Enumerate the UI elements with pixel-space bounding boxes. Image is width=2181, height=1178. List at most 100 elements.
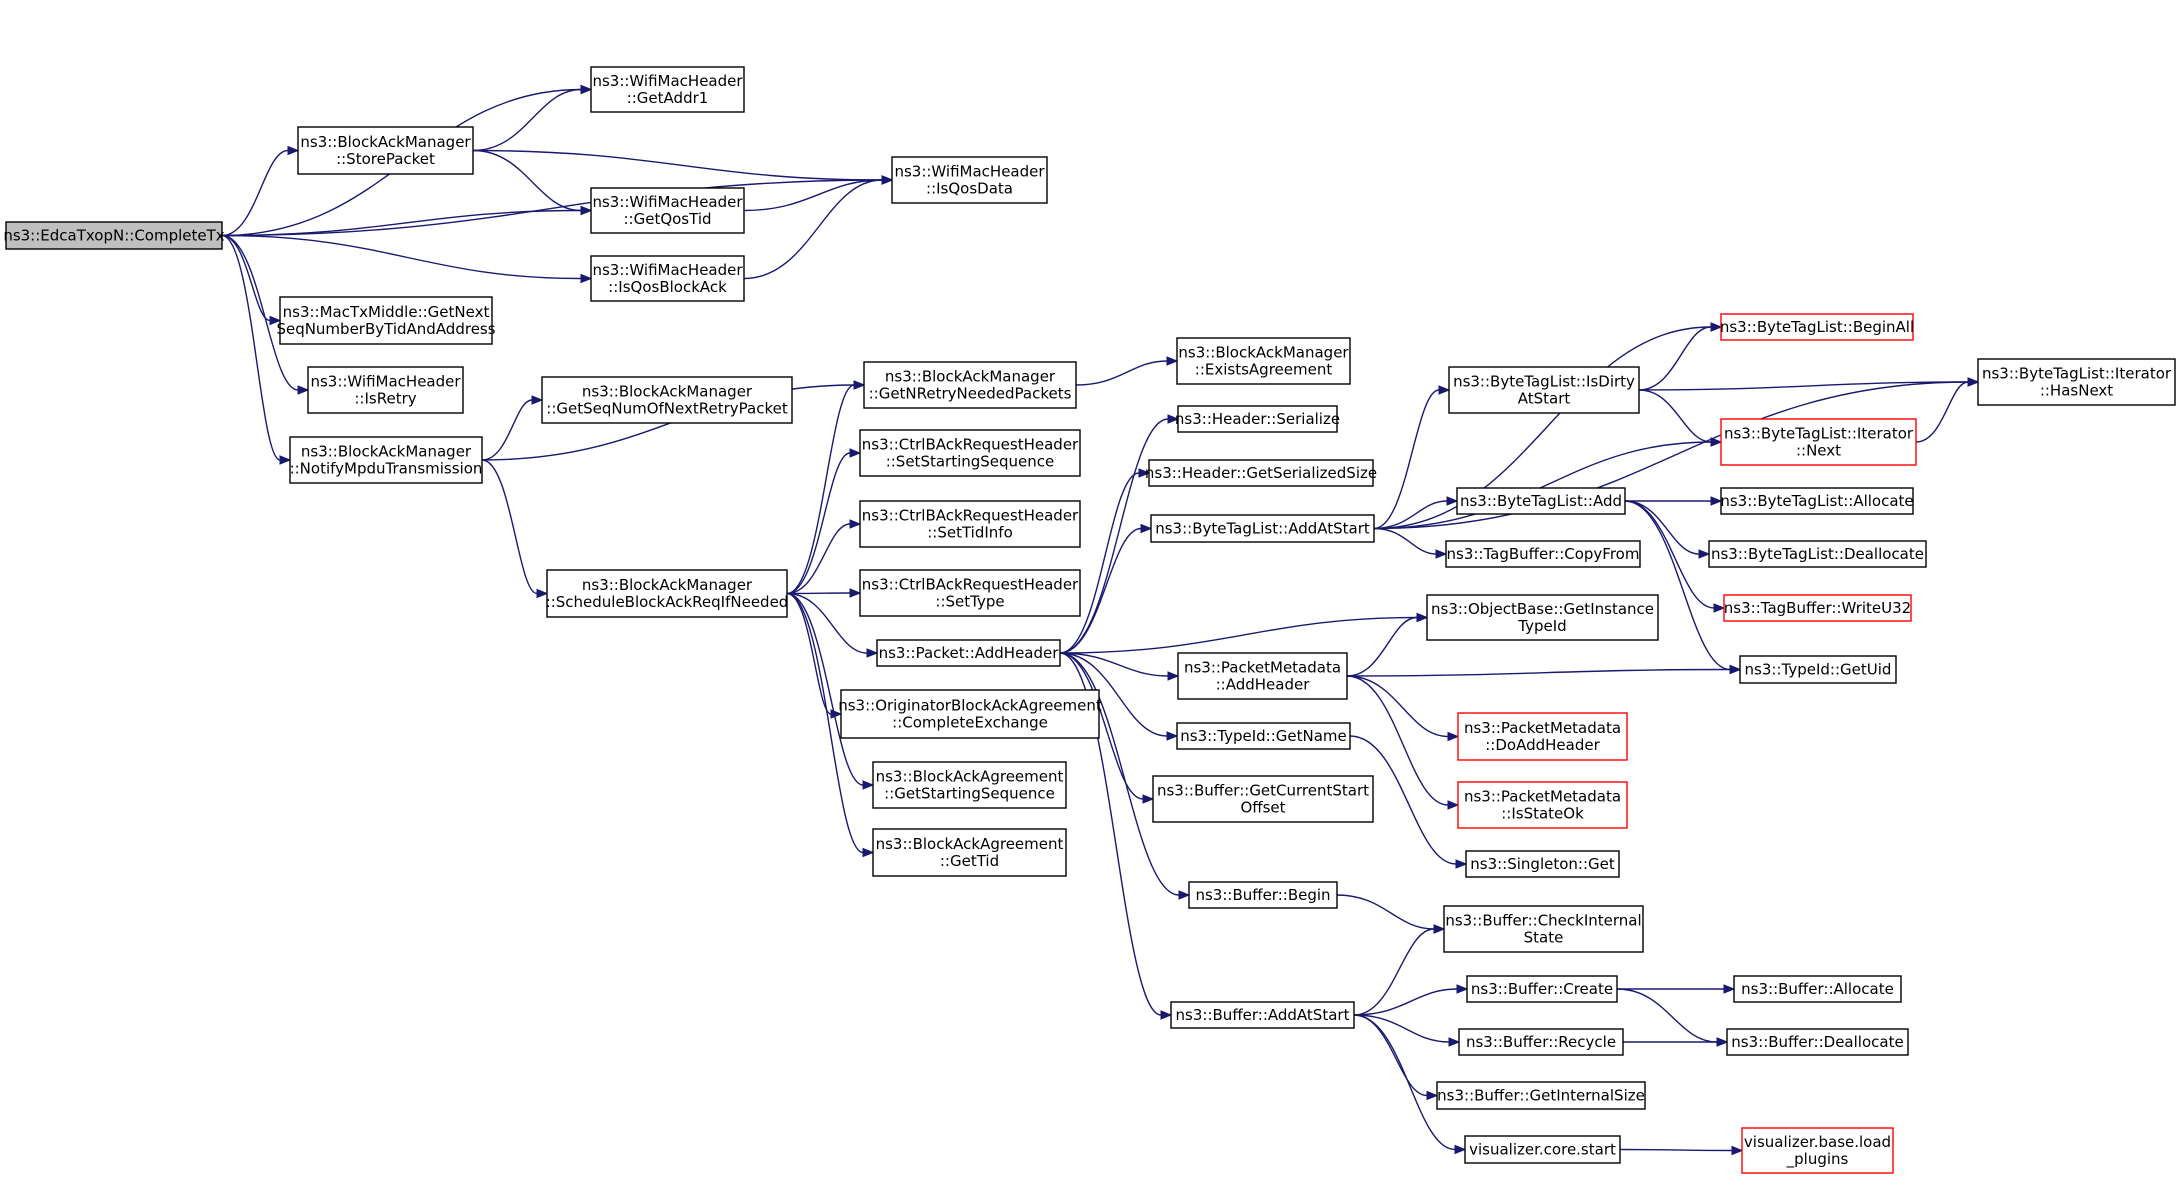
node-box <box>307 366 464 414</box>
node-label: ns3::PacketMetadata <box>1464 788 1621 806</box>
node-box <box>1465 850 1620 878</box>
edge-btl-add-at-start-to-iter-next <box>1373 437 1723 530</box>
node-copy-from[interactable]: ns3::TagBuffer::CopyFrom <box>1445 540 1641 568</box>
node-label: ::GetQosTid <box>623 210 711 228</box>
node-box <box>1177 405 1338 433</box>
node-write-u32[interactable]: ns3::TagBuffer::WriteU32 <box>1723 594 1912 622</box>
edge-buf-create-to-buf-deallocate <box>1616 988 1729 1047</box>
node-label: ns3::Buffer::Begin <box>1195 886 1330 904</box>
node-label: ns3::WifiMacHeader <box>592 261 743 279</box>
arrowhead <box>1698 549 1711 559</box>
node-root[interactable]: ns3::EdcaTxopN::CompleteTx <box>3 221 225 250</box>
node-btl-allocate[interactable]: ns3::ByteTagList::Allocate <box>1720 487 1914 515</box>
node-begin-all[interactable]: ns3::ByteTagList::BeginAll <box>1720 313 1914 341</box>
edge-root-to-get-next-seq <box>221 234 282 326</box>
node-has-next[interactable]: ns3::ByteTagList::Iterator::HasNext <box>1977 358 2176 406</box>
node-box <box>1720 418 1917 466</box>
edge-add-header-to-serialize <box>1059 414 1180 654</box>
node-buf-deallocate[interactable]: ns3::Buffer::Deallocate <box>1726 1028 1909 1056</box>
node-exists-agreement[interactable]: ns3::BlockAckManager::ExistsAgreement <box>1176 337 1351 385</box>
node-is-state-ok[interactable]: ns3::PacketMetadata::IsStateOk <box>1457 781 1628 829</box>
node-is-retry[interactable]: ns3::WifiMacHeader::IsRetry <box>307 366 464 414</box>
node-box <box>859 500 1081 548</box>
edge-add-header-to-buf-add-at-start <box>1059 652 1173 1020</box>
edge-buf-create-to-buf-allocate <box>1617 984 1736 994</box>
node-get-serialized-size[interactable]: ns3::Header::GetSerializedSize <box>1145 459 1377 487</box>
node-label: ::IsRetry <box>354 390 416 408</box>
node-get-tid[interactable]: ns3::BlockAckAgreement::GetTid <box>872 828 1067 877</box>
arrowhead <box>1723 984 1736 994</box>
node-box <box>1456 487 1626 515</box>
node-set-starting-seq[interactable]: ns3::CtrlBAckRequestHeader::SetStartingS… <box>859 429 1081 477</box>
node-label: ns3::BlockAckManager <box>582 383 753 401</box>
node-viz-start[interactable]: visualizer.core.start <box>1464 1135 1621 1164</box>
node-buf-recycle[interactable]: ns3::Buffer::Recycle <box>1458 1028 1624 1056</box>
edge-pm-add-header-to-get-instance-type-id <box>1346 612 1429 677</box>
node-get-seq-num-retry[interactable]: ns3::BlockAckManager::GetSeqNumOfNextRet… <box>541 376 793 424</box>
node-box <box>1443 905 1644 953</box>
node-buf-create[interactable]: ns3::Buffer::Create <box>1466 975 1618 1003</box>
node-buf-allocate[interactable]: ns3::Buffer::Allocate <box>1733 975 1902 1003</box>
arrowhead <box>862 780 875 790</box>
node-get-next-seq[interactable]: ns3::MacTxMiddle::GetNextSeqNumberByTidA… <box>276 296 496 345</box>
arrowhead <box>849 519 862 529</box>
node-box <box>1170 1001 1355 1029</box>
arrowhead <box>1447 731 1460 742</box>
node-get-internal-size[interactable]: ns3::Buffer::GetInternalSize <box>1436 1081 1646 1110</box>
edge-btl-add-to-get-uid <box>1624 500 1742 675</box>
node-set-tid-info[interactable]: ns3::CtrlBAckRequestHeader::SetTidInfo <box>859 500 1081 548</box>
node-singleton-get[interactable]: ns3::Singleton::Get <box>1465 850 1620 878</box>
node-is-qos-block-ack[interactable]: ns3::WifiMacHeader::IsQosBlockAck <box>590 255 745 302</box>
node-iter-next[interactable]: ns3::ByteTagList::Iterator::Next <box>1720 418 1917 466</box>
arrowhead <box>1433 924 1446 934</box>
node-box <box>289 436 483 484</box>
node-schedule-bar[interactable]: ns3::BlockAckManager::ScheduleBlockAckRe… <box>546 569 789 618</box>
node-box <box>872 828 1067 877</box>
node-box <box>590 66 745 113</box>
node-serialize[interactable]: ns3::Header::Serialize <box>1175 405 1340 433</box>
edge-add-header-to-get-name <box>1059 652 1179 741</box>
node-get-nretry[interactable]: ns3::BlockAckManager::GetNRetryNeededPac… <box>863 361 1077 409</box>
arrowhead <box>580 84 593 95</box>
edge-store-packet-to-get-qos-tid <box>472 149 593 216</box>
node-label: ns3::OriginatorBlockAckAgreement <box>838 697 1102 715</box>
node-box <box>541 376 793 424</box>
node-buf-add-at-start[interactable]: ns3::Buffer::AddAtStart <box>1170 1001 1355 1029</box>
node-btl-add-at-start[interactable]: ns3::ByteTagList::AddAtStart <box>1150 514 1375 543</box>
node-box <box>1177 652 1348 700</box>
edge-store-packet-to-get-addr1 <box>472 84 593 152</box>
node-buf-begin[interactable]: ns3::Buffer::Begin <box>1188 881 1338 909</box>
node-label: ns3::Buffer::CheckInternal <box>1445 912 1641 930</box>
nodes-layer: ns3::EdcaTxopN::CompleteTxns3::WifiMacHe… <box>3 66 2176 1174</box>
edge-viz-start-to-load-plugins <box>1619 1145 1744 1156</box>
node-get-qos-tid[interactable]: ns3::WifiMacHeader::GetQosTid <box>590 187 745 234</box>
node-label: ns3::Buffer::AddAtStart <box>1176 1006 1350 1024</box>
edge-is-dirty-to-iter-next <box>1638 389 1723 447</box>
node-load-plugins[interactable]: visualizer.base.load_plugins <box>1741 1127 1894 1174</box>
arrowhead <box>1438 385 1451 395</box>
node-add-header[interactable]: ns3::Packet::AddHeader <box>876 639 1061 667</box>
node-label: ns3::Buffer::Create <box>1471 980 1613 998</box>
node-get-uid[interactable]: ns3::TypeId::GetUid <box>1739 655 1897 684</box>
node-box <box>546 569 788 618</box>
node-do-add-header[interactable]: ns3::PacketMetadata::DoAddHeader <box>1457 712 1628 761</box>
node-is-qos-data[interactable]: ns3::WifiMacHeader::IsQosData <box>891 156 1048 204</box>
edge-root-to-store-packet <box>221 145 300 237</box>
node-get-starting-seq[interactable]: ns3::BlockAckAgreement::GetStartingSeque… <box>872 761 1067 809</box>
node-btl-deallocate[interactable]: ns3::ByteTagList::Deallocate <box>1708 540 1927 568</box>
node-notify-mpdu[interactable]: ns3::BlockAckManager::NotifyMpduTransmis… <box>289 436 483 484</box>
node-label: ::ScheduleBlockAckReqIfNeeded <box>546 593 789 611</box>
node-store-packet[interactable]: ns3::BlockAckManager::StorePacket <box>297 126 474 175</box>
node-complete-exchange[interactable]: ns3::OriginatorBlockAckAgreement::Comple… <box>838 689 1102 739</box>
node-set-type[interactable]: ns3::CtrlBAckRequestHeader::SetType <box>859 569 1081 617</box>
node-btl-add[interactable]: ns3::ByteTagList::Add <box>1456 487 1626 515</box>
node-pm-add-header[interactable]: ns3::PacketMetadata::AddHeader <box>1177 652 1348 700</box>
edge-add-header-to-get-instance-type-id <box>1059 612 1429 654</box>
node-get-addr1[interactable]: ns3::WifiMacHeader::GetAddr1 <box>590 66 745 113</box>
node-get-name[interactable]: ns3::TypeId::GetName <box>1176 722 1351 750</box>
node-label: ns3::WifiMacHeader <box>592 72 743 90</box>
